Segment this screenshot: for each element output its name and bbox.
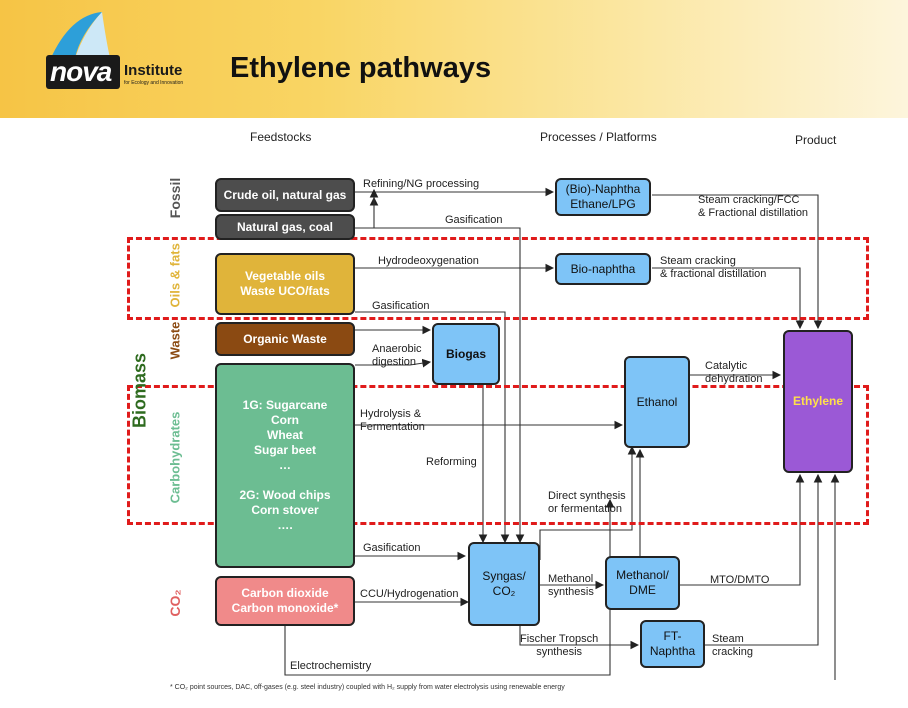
label-refining: Refining/NG processing [363,178,480,190]
side-co2: CO₂ [167,589,183,617]
product-ethylene: Ethylene [783,330,853,473]
feed-co2: Carbon dioxide Carbon monoxide* [215,576,355,626]
col-processes: Processes / Platforms [540,130,657,144]
label-gasification-3: Gasification [363,542,421,554]
label-mto: MTO/DMTO [710,574,770,586]
label-fischer: Fischer Tropsch synthesis [520,633,599,659]
arrow-steam-frac [652,267,805,330]
arrow-direct [539,445,637,560]
side-oils: Oils & fats [167,243,183,308]
proc-biogas: Biogas [432,323,500,385]
arrow-anaerobic [355,358,432,368]
arrow-gasif2 [355,311,510,544]
label-steam-fcc: Steam cracking/FCC & Fractional distilla… [698,194,809,220]
label-gasification-2: Gasification [372,300,430,312]
side-fossil: Fossil [167,177,183,219]
arrow-steam [705,473,823,646]
carbo-highlight-box [127,385,869,525]
nova-logo-icon [50,12,110,60]
col-product: Product [795,133,837,147]
arrow-steam-fcc [652,194,823,330]
logo-box [46,55,120,89]
feed-carbohydrates: 1G: Sugarcane Corn Wheat Sugar beet … 2G… [215,363,355,568]
proc-bionaphtha-ethane: (Bio)-Naphtha Ethane/LPG [555,178,651,216]
label-catalytic: Catalytic dehydration [705,360,763,386]
arrow-mto [680,473,805,586]
label-gasification-1: Gasification [445,214,503,226]
label-methanol-synthesis: Methanol synthesis [548,573,594,599]
label-hydrolysis: Hydrolysis & Fermentation [360,408,425,434]
proc-methanol: Methanol/ DME [605,556,680,610]
label-steam-fractional: Steam cracking & fractional distillation [660,255,767,281]
feed-natural-gas: Natural gas, coal [215,214,355,240]
label-electrochemistry: Electrochemistry [290,660,372,672]
arrow-gasif1 [355,227,525,544]
side-biomass: Biomass [129,352,150,429]
logo-sub-text: for Ecology and Innovation [124,80,184,86]
side-carbohydrates: Carbohydrates [167,411,183,504]
proc-bionaphtha: Bio-naphtha [555,253,651,285]
label-direct-synthesis: Direct synthesis or fermentation [548,490,626,516]
side-waste: Waste [167,321,183,360]
feed-vegetable-oils: Vegetable oils Waste UCO/fats [215,253,355,315]
proc-ft-naphtha: FT- Naphtha [640,620,705,668]
label-ccu: CCU/Hydrogenation [360,588,459,600]
arrow-natgas-up [355,188,379,229]
label-steam-cracking: Steam cracking [712,633,753,659]
proc-ethanol: Ethanol [624,356,690,448]
feed-crude-oil: Crude oil, natural gas [215,178,355,212]
page-title: Ethylene pathways [230,52,492,84]
col-feedstocks: Feedstocks [250,130,312,144]
logo-institute-text: Institute [124,62,183,79]
footnote: * CO₂ point sources, DAC, off-gases (e.g… [170,684,565,691]
logo-nova-text: nova [50,56,112,87]
proc-syngas: Syngas/ CO₂ [468,542,540,626]
label-anaerobic: Anaerobic digestion [372,343,422,369]
label-reforming: Reforming [426,456,477,468]
oils-highlight-box [127,237,869,320]
header-banner: nova Institute for Ecology and Innovatio… [0,0,908,118]
label-hydrodeoxygenation: Hydrodeoxygenation [378,255,479,267]
feed-organic-waste: Organic Waste [215,322,355,356]
